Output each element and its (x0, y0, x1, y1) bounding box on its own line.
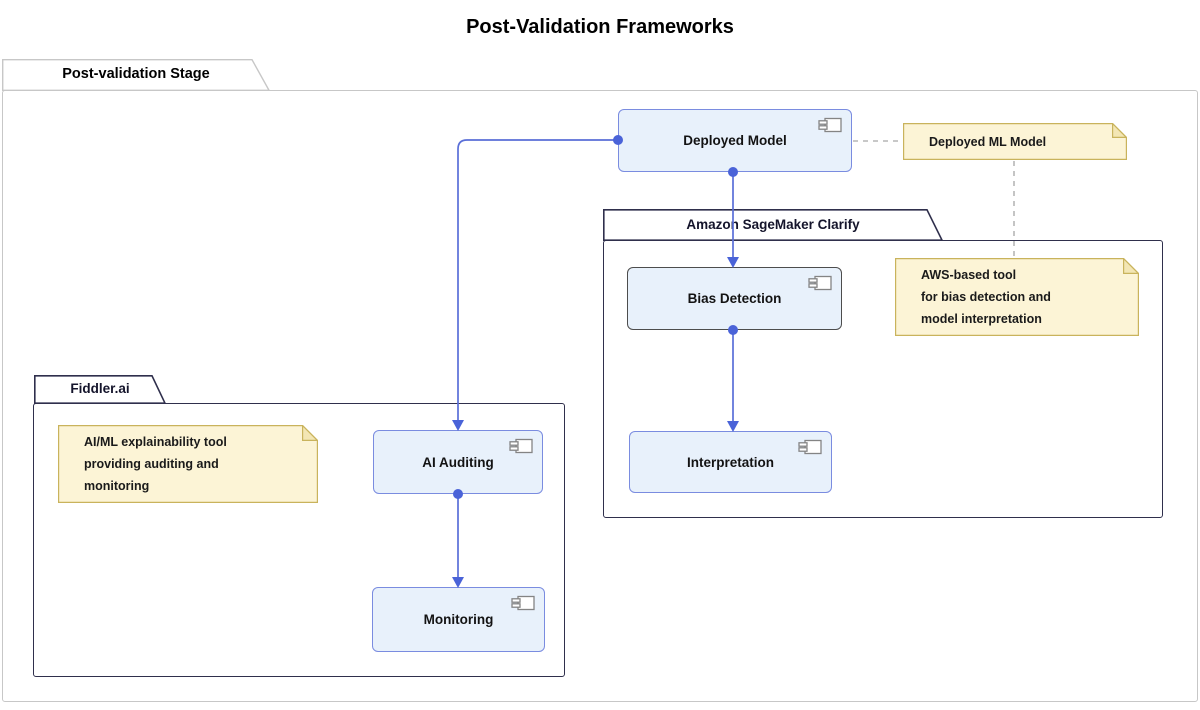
component-icon (818, 117, 842, 133)
node-label: AI Auditing (422, 454, 494, 470)
note-line: Deployed ML Model (929, 134, 1047, 149)
fiddler-package-label: Fiddler.ai (70, 381, 130, 396)
note-text: AI/ML explainability tool providing audi… (58, 425, 318, 503)
node-interpretation: Interpretation (629, 431, 832, 493)
node-monitoring: Monitoring (372, 587, 545, 652)
note-line: monitoring (84, 479, 150, 493)
node-label: Monitoring (423, 612, 494, 627)
component-icon (798, 439, 822, 455)
note-shape (895, 258, 1139, 336)
diagram-title: Post-Validation Frameworks (466, 16, 734, 38)
note-shape (58, 425, 318, 503)
note-text: Deployed ML Model (903, 123, 1127, 160)
sagemaker-package-tab: Amazon SageMaker Clarify (603, 209, 943, 241)
note-line: AWS-based tool (921, 268, 1017, 282)
node-label: Deployed Model (683, 133, 787, 148)
note-line: AI/ML explainability tool (84, 435, 227, 449)
note-text: AWS-based tool for bias detection and mo… (895, 258, 1139, 336)
node-label: Bias Detection (687, 291, 782, 306)
component-icon (509, 438, 533, 454)
node-label: Interpretation (686, 454, 774, 470)
note-shape (903, 123, 1127, 160)
note-line: providing auditing and (84, 457, 219, 471)
node-bias-detection: Bias Detection (627, 267, 842, 330)
note-aws-tool: AWS-based tool for bias detection and mo… (895, 258, 1139, 336)
note-deployed-ml-model: Deployed ML Model (903, 123, 1127, 160)
folder-tab-shape (34, 375, 166, 404)
sagemaker-package-label: Amazon SageMaker Clarify (686, 216, 860, 232)
folder-tab-shape (2, 59, 270, 91)
node-ai-auditing: AI Auditing (373, 430, 543, 494)
note-line: for bias detection and (921, 290, 1051, 304)
note-line: model interpretation (921, 312, 1042, 326)
component-icon (808, 275, 832, 291)
fiddler-package-tab: Fiddler.ai (34, 375, 166, 404)
outer-package-label: Post-validation Stage (62, 66, 210, 82)
outer-package-tab: Post-validation Stage (2, 59, 270, 91)
node-deployed-model: Deployed Model (618, 109, 852, 172)
component-icon (511, 595, 535, 611)
note-fiddler-tool: AI/ML explainability tool providing audi… (58, 425, 318, 503)
